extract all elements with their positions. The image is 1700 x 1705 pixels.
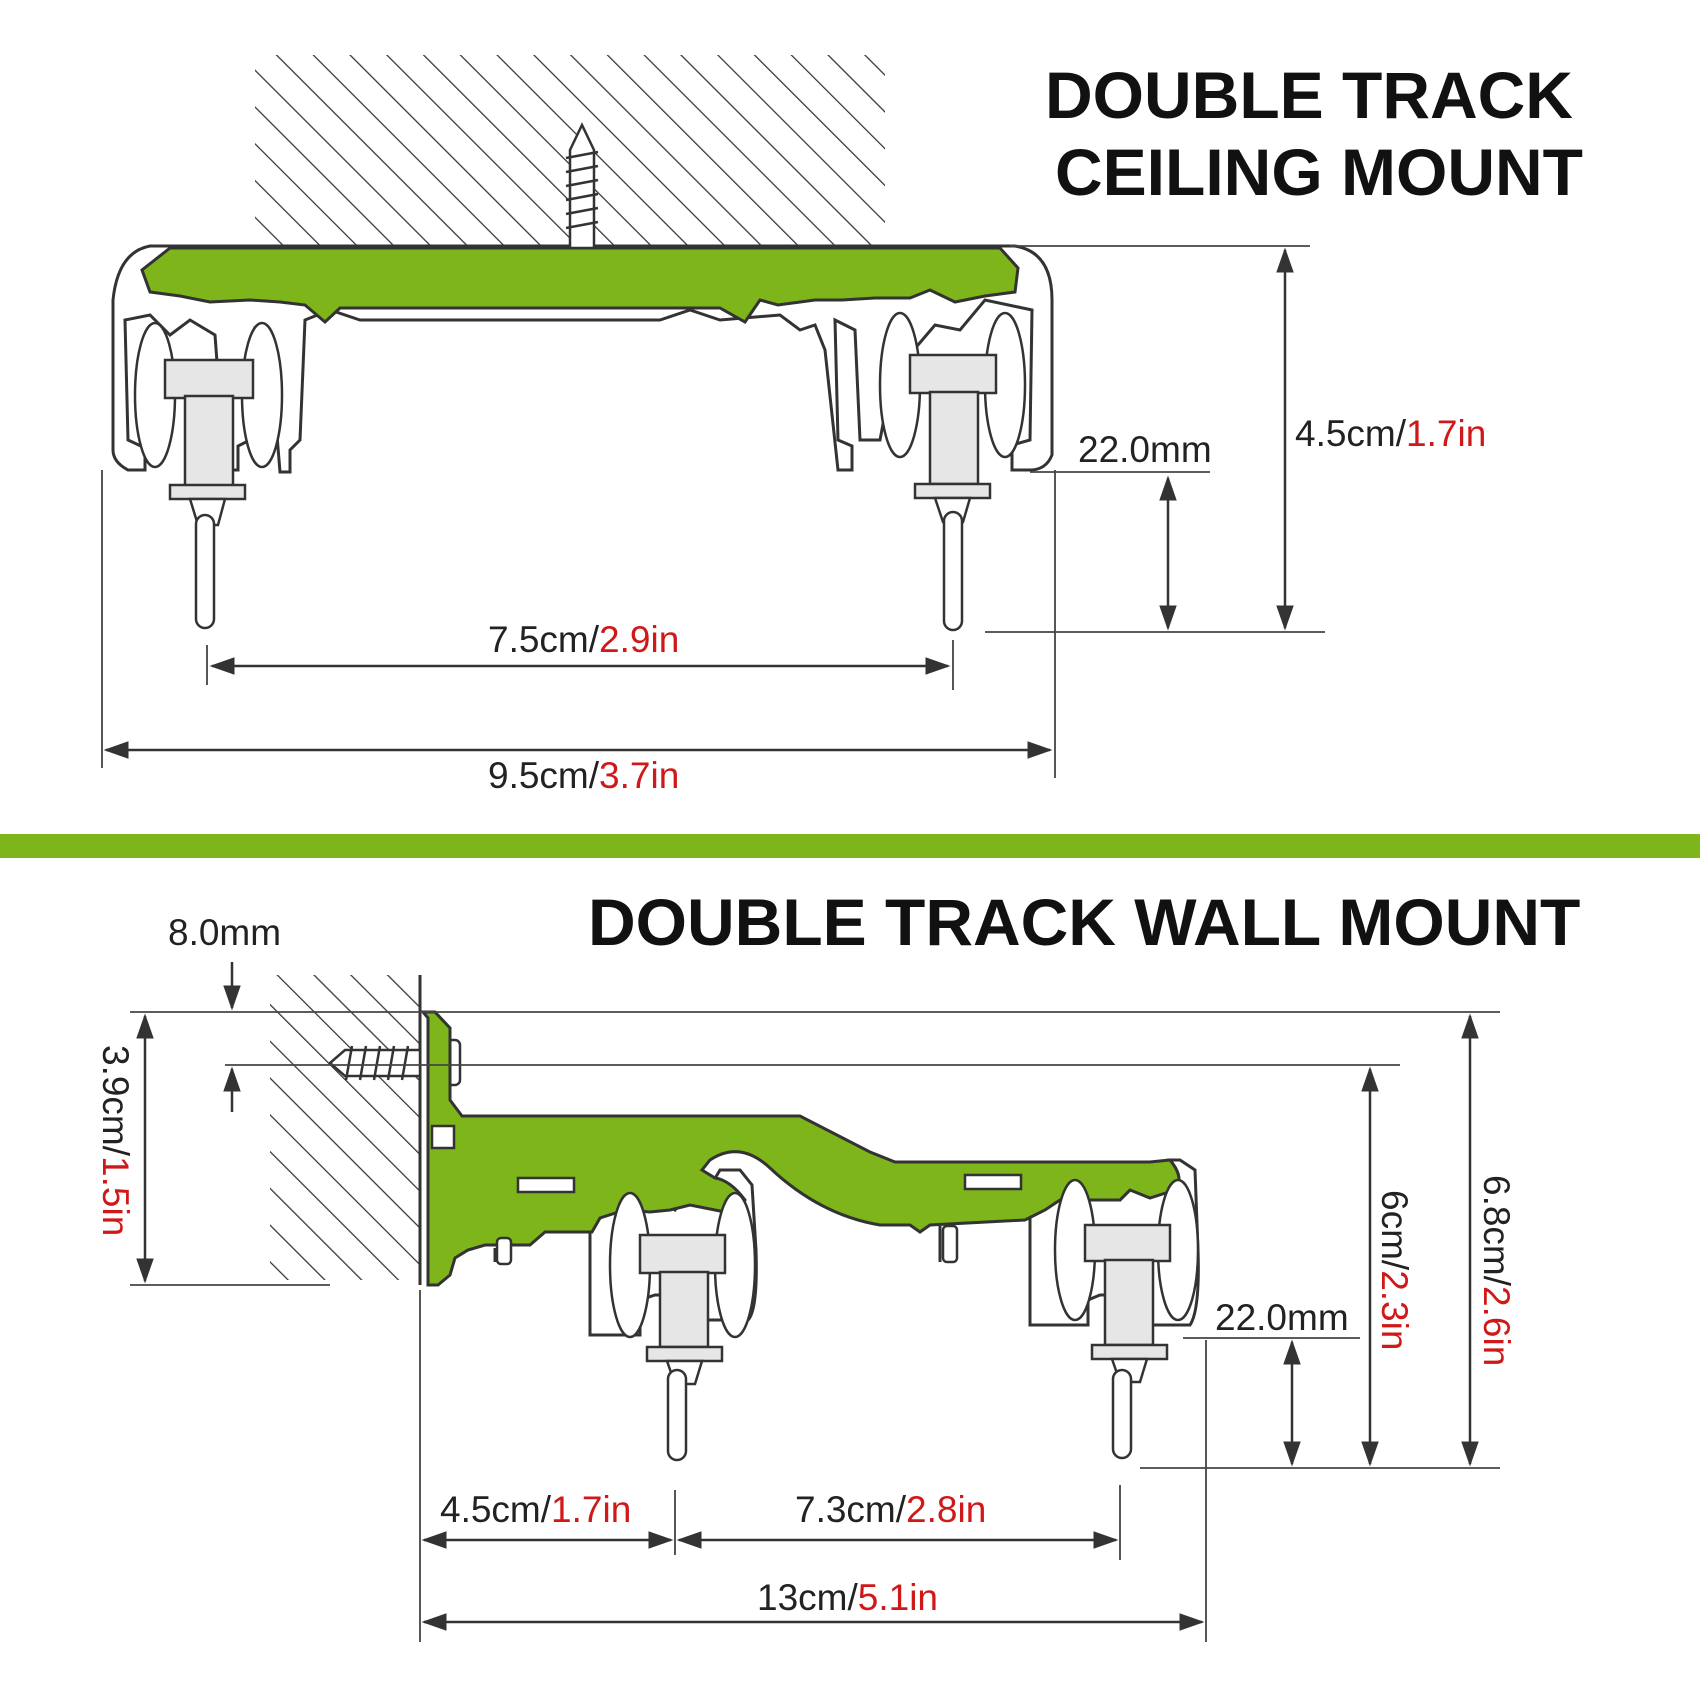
section-divider bbox=[0, 834, 1700, 858]
wall-right-carriage bbox=[1053, 1178, 1200, 1460]
wall-plate-height-label: 3.9cm/1.5in bbox=[95, 1045, 136, 1236]
ceiling-left-carriage bbox=[133, 321, 284, 630]
ceiling-right-carriage bbox=[878, 311, 1027, 632]
wall-hook-label: 22.0mm bbox=[1215, 1297, 1349, 1338]
ceiling-title-line2: CEILING MOUNT bbox=[1055, 135, 1583, 209]
bracket-slot-right bbox=[963, 1173, 1023, 1191]
ceiling-screw bbox=[565, 122, 599, 250]
wall-hatch bbox=[270, 975, 420, 1280]
wall-drop-label: 6cm/2.3in bbox=[1374, 1190, 1415, 1350]
wall-spacing-label: 7.3cm/2.8in bbox=[795, 1489, 986, 1530]
ceiling-height-label: 4.5cm/1.7in bbox=[1295, 413, 1486, 454]
wall-depth-label: 13cm/5.1in bbox=[757, 1577, 938, 1618]
ceiling-green-carrier bbox=[140, 246, 1020, 325]
ceiling-hook-label: 22.0mm bbox=[1078, 429, 1212, 470]
bracket-slot-left bbox=[516, 1176, 576, 1194]
ceiling-spacing-label: 7.5cm/2.9in bbox=[488, 619, 679, 660]
wall-screw-offset-label: 8.0mm bbox=[168, 912, 281, 953]
wall-title: DOUBLE TRACK WALL MOUNT bbox=[588, 885, 1580, 959]
ceiling-width-label: 9.5cm/3.7in bbox=[488, 755, 679, 796]
ceiling-mount-section: DOUBLE TRACK CEILING MOUNT 4.5cm/1.7in 2… bbox=[101, 55, 1583, 796]
wall-projection-label: 4.5cm/1.7in bbox=[440, 1489, 631, 1530]
ceiling-title-line1: DOUBLE TRACK bbox=[1045, 58, 1573, 132]
wall-left-carriage bbox=[608, 1191, 757, 1462]
wall-mount-section: DOUBLE TRACK WALL MOUNT bbox=[95, 885, 1580, 1642]
wall-total-height-label: 6.8cm/2.6in bbox=[1476, 1175, 1517, 1366]
wall-green-bracket bbox=[419, 1010, 1181, 1287]
